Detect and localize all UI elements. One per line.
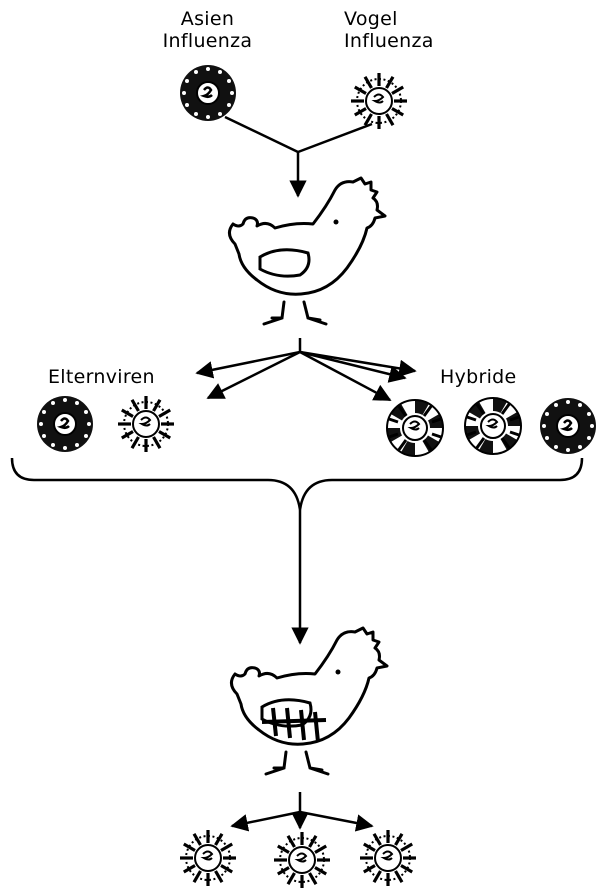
chicken-icon-top <box>227 176 387 326</box>
virus-icon-result-1 <box>178 828 238 888</box>
vogel-label-line1: Vogel <box>344 8 398 30</box>
virus-icon-hybrid-2 <box>463 396 523 456</box>
asien-label-line2: Influenza <box>162 30 253 52</box>
vogel-label: Vogel Influenza <box>344 8 454 52</box>
output-arrows <box>195 338 417 402</box>
hybride-label: Hybride <box>440 366 517 388</box>
chicken-icon-bottom <box>229 626 389 776</box>
tally-marks <box>261 707 327 743</box>
virus-icon-asien <box>178 63 238 123</box>
brace <box>10 457 584 511</box>
virus-icon-parent-vogel <box>116 394 176 454</box>
virus-icon-hybrid-1 <box>385 398 445 458</box>
virus-icon-hybrid-3 <box>538 396 598 456</box>
asien-label-line1: Asien <box>180 8 235 30</box>
bottom-arrows <box>230 792 374 832</box>
virus-icon-vogel <box>349 71 409 131</box>
virus-icon-result-3 <box>358 828 418 888</box>
virus-icon-parent-asien <box>35 394 95 454</box>
virus-icon-result-2 <box>272 830 332 890</box>
elternviren-label: Elternviren <box>48 366 155 388</box>
vogel-label-line2: Influenza <box>344 30 434 52</box>
merge-arrow <box>224 115 373 198</box>
asien-label: Asien Influenza <box>160 8 255 52</box>
